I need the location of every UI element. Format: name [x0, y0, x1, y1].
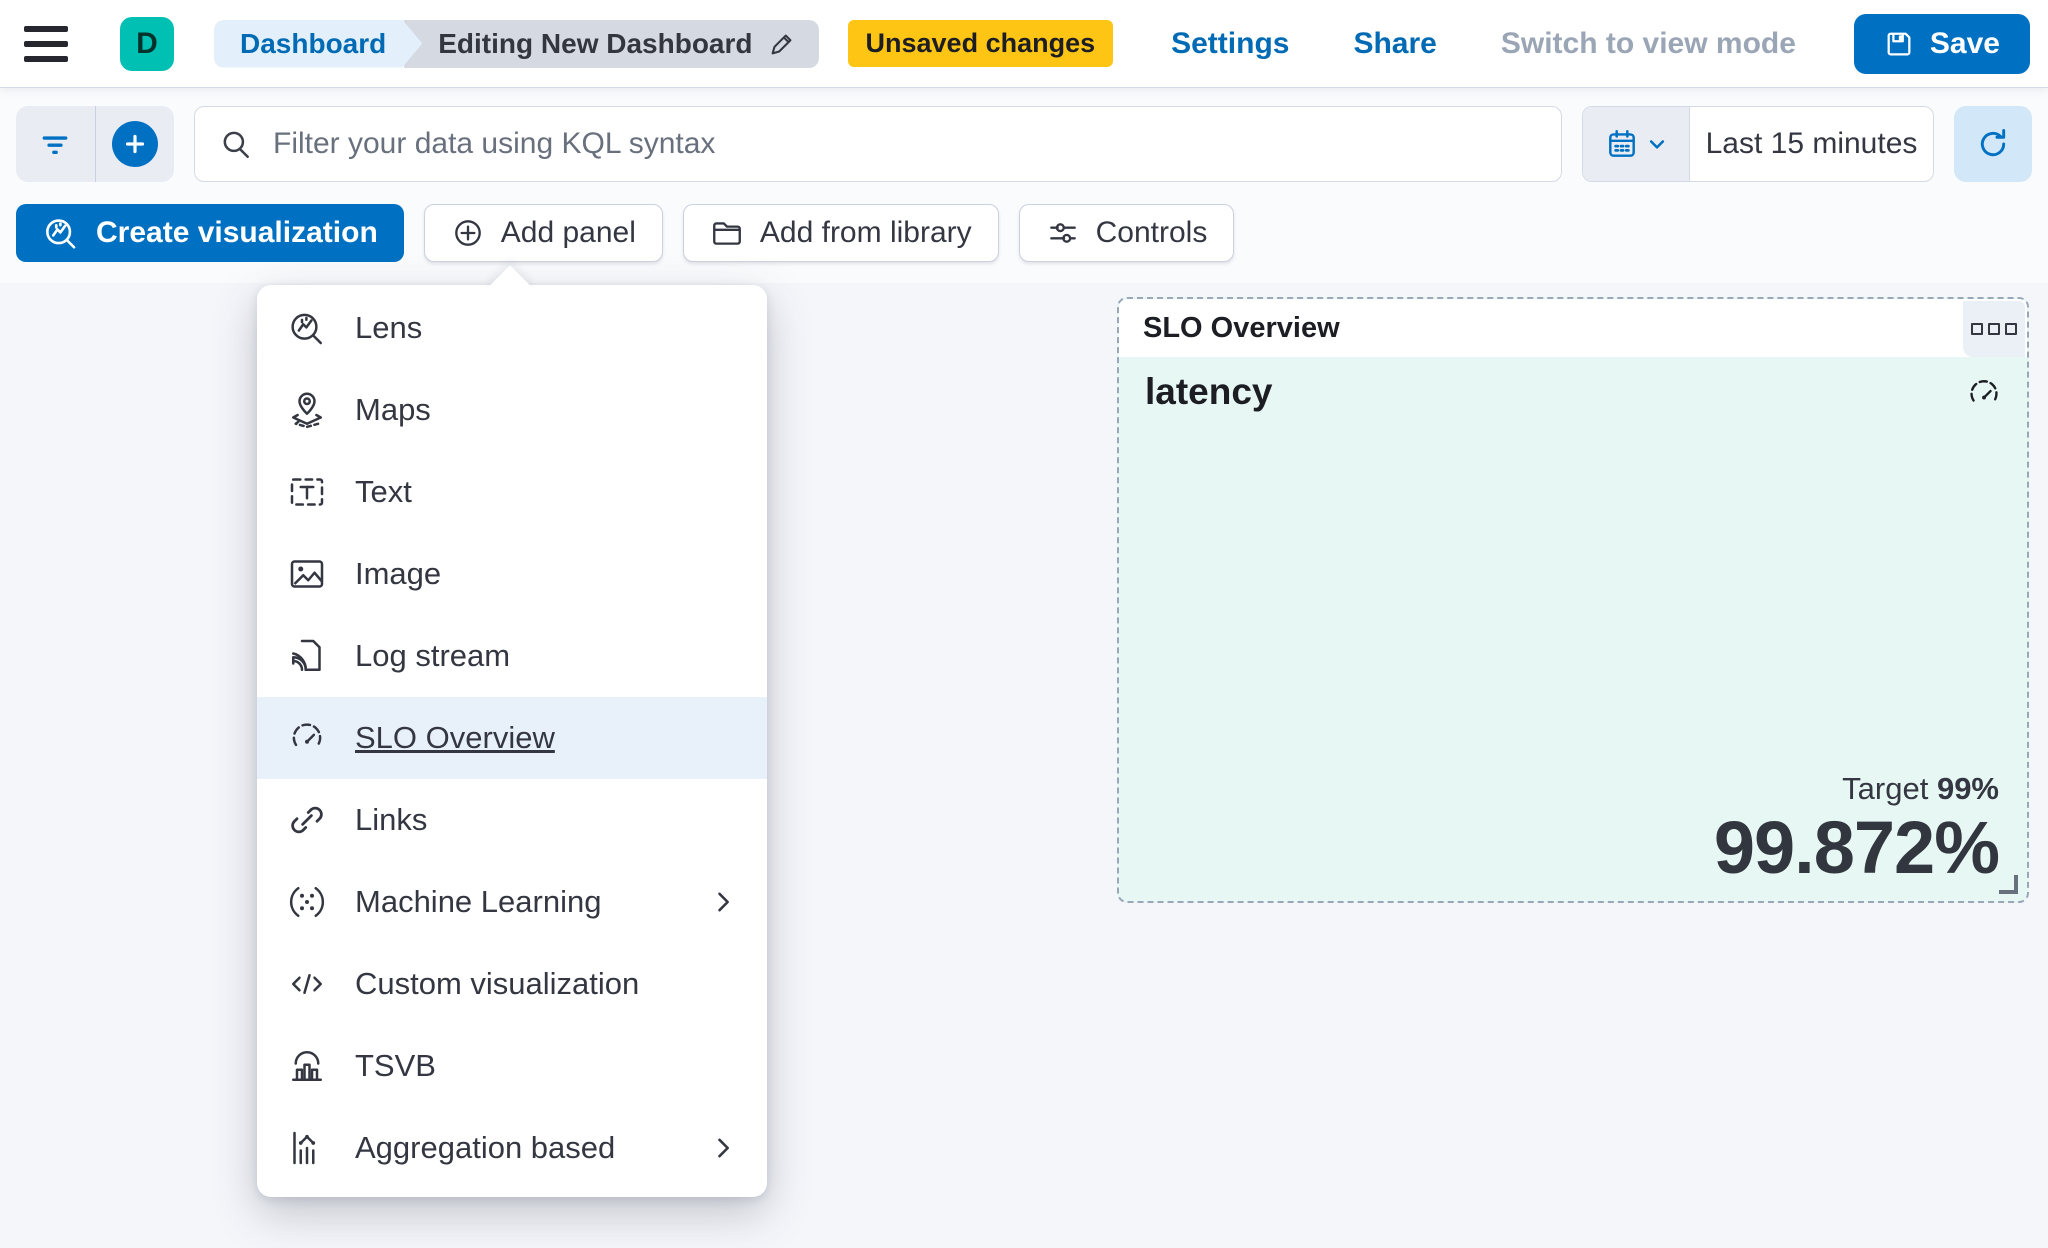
slo-target: Target 99% [1714, 771, 1999, 807]
save-button[interactable]: Save [1853, 13, 2030, 74]
slo-metric-title: latency [1145, 371, 1273, 412]
time-range-value[interactable]: Last 15 minutes [1705, 127, 1918, 160]
menu-icon[interactable] [18, 24, 74, 64]
link-icon [287, 800, 327, 840]
breadcrumb-dashboard[interactable]: Dashboard [214, 20, 422, 68]
lens-icon [42, 214, 80, 252]
calendar-icon [1605, 127, 1639, 161]
plus-circle-icon [111, 121, 158, 167]
menu-item-custom-visualization[interactable]: Custom visualization [257, 943, 767, 1025]
search-input[interactable] [271, 126, 1551, 162]
create-visualization-label: Create visualization [96, 216, 378, 249]
gauge-icon [1965, 375, 2003, 413]
unsaved-changes-badge: Unsaved changes [847, 20, 1114, 67]
panel-header: SLO Overview [1119, 299, 2027, 357]
target-value: 99% [1936, 771, 1999, 806]
switch-to-view-mode-button[interactable]: Switch to view mode [1495, 26, 1802, 62]
log-stream-icon [287, 636, 327, 676]
menu-item-label: Text [355, 474, 412, 509]
code-icon [287, 964, 327, 1004]
lens-icon [287, 308, 327, 348]
folder-icon [710, 216, 744, 250]
filter-icon [36, 125, 74, 163]
menu-item-label: Lens [355, 310, 423, 345]
panel-body: latency Target 99% 99.872% [1119, 357, 2027, 901]
calendar-dropdown-button[interactable] [1583, 107, 1690, 181]
add-panel-button[interactable]: Add panel [423, 204, 663, 262]
panel-options-button[interactable] [1963, 301, 2025, 357]
image-icon [287, 554, 327, 594]
menu-item-links[interactable]: Links [257, 779, 767, 861]
menu-item-image[interactable]: Image [257, 533, 767, 615]
save-icon [1884, 29, 1914, 59]
save-label: Save [1929, 26, 2000, 60]
query-bar: Last 15 minutes [16, 106, 2032, 182]
maps-icon [287, 390, 327, 430]
menu-item-label: Links [355, 802, 428, 837]
breadcrumb-current-page[interactable]: Editing New Dashboard [404, 19, 819, 68]
panel-resize-handle[interactable] [1999, 875, 2018, 894]
share-button[interactable]: Share [1347, 26, 1442, 62]
search-icon [219, 127, 253, 161]
controls-label: Controls [1095, 216, 1208, 249]
menu-item-label: Image [355, 556, 442, 591]
refresh-button[interactable] [1954, 106, 2032, 182]
breadcrumb: Dashboard Editing New Dashboard [214, 19, 819, 68]
add-panel-label: Add panel [500, 216, 636, 249]
kql-search-box [194, 106, 1562, 182]
plus-in-circle-icon [451, 216, 485, 250]
boxes-horizontal-icon [1971, 323, 1983, 335]
chevron-right-icon [709, 1134, 737, 1162]
pencil-icon [767, 29, 797, 59]
menu-item-maps[interactable]: Maps [257, 369, 767, 451]
breadcrumb-current-label: Editing New Dashboard [438, 27, 753, 59]
top-navigation-bar: D Dashboard Editing New Dashboard Unsave… [0, 0, 2048, 88]
menu-item-label: Machine Learning [355, 884, 602, 919]
menu-item-tsvb[interactable]: TSVB [257, 1025, 767, 1107]
filter-controls-group [16, 106, 174, 182]
time-range-picker: Last 15 minutes [1582, 106, 1934, 182]
tsvb-icon [287, 1046, 327, 1086]
menu-item-label: Log stream [355, 638, 511, 673]
avatar[interactable]: D [120, 16, 174, 71]
menu-item-label: Custom visualization [355, 966, 640, 1001]
add-from-library-button[interactable]: Add from library [682, 204, 999, 262]
controls-button[interactable]: Controls [1018, 204, 1235, 262]
text-icon [287, 472, 327, 512]
menu-item-label: Aggregation based [355, 1130, 616, 1165]
settings-button[interactable]: Settings [1165, 26, 1295, 62]
slo-overview-panel[interactable]: SLO Overview latency Target 99% 99.872% [1117, 297, 2029, 903]
menu-item-label: TSVB [355, 1048, 436, 1083]
add-panel-menu: Lens Maps Text Image [257, 265, 767, 1197]
add-from-library-label: Add from library [759, 216, 972, 249]
chevron-down-icon [1647, 134, 1667, 154]
create-visualization-button[interactable]: Create visualization [16, 204, 404, 262]
menu-item-text[interactable]: Text [257, 451, 767, 533]
sliders-icon [1046, 216, 1080, 250]
menu-item-label: SLO Overview [355, 720, 555, 755]
target-label: Target [1842, 771, 1937, 806]
slo-value: 99.872% [1713, 806, 2000, 889]
menu-item-machine-learning[interactable]: Machine Learning [257, 861, 767, 943]
menu-item-aggregation-based[interactable]: Aggregation based [257, 1107, 767, 1189]
gauge-icon [287, 718, 327, 758]
chevron-right-icon [709, 888, 737, 916]
add-filter-button[interactable] [96, 106, 175, 182]
menu-item-log-stream[interactable]: Log stream [257, 615, 767, 697]
menu-item-slo-overview[interactable]: SLO Overview [257, 697, 767, 779]
aggregation-icon [287, 1128, 327, 1168]
filter-button[interactable] [16, 106, 96, 182]
menu-item-lens[interactable]: Lens [257, 287, 767, 369]
panel-title: SLO Overview [1143, 311, 1340, 344]
menu-item-label: Maps [355, 392, 431, 427]
dashboard-toolbar: Create visualization Add panel Add from … [16, 204, 1235, 262]
refresh-icon [1975, 126, 2011, 162]
machine-learning-icon [287, 882, 327, 922]
